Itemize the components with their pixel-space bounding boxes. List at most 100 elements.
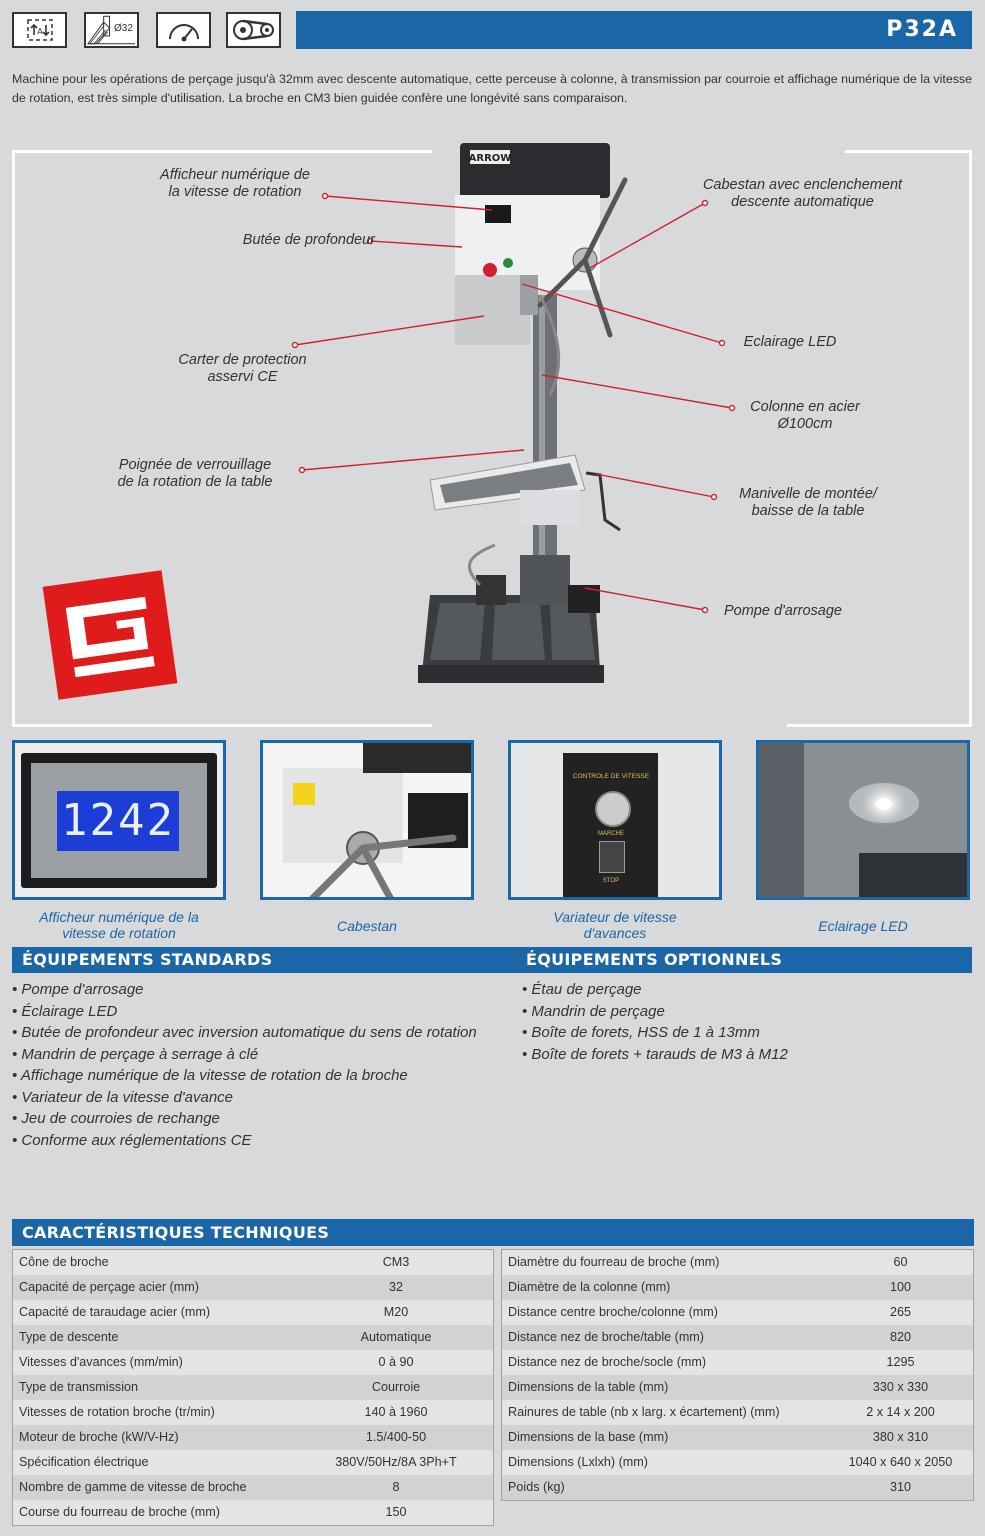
optionnels-item: • Étau de perçage xyxy=(522,981,642,998)
rpm-display: 1242 xyxy=(57,791,179,851)
thumb-caption-afficheur: Afficheur numérique de la vitesse de rot… xyxy=(39,909,199,941)
spec-label: Dimensions de la base (mm) xyxy=(508,1430,669,1444)
standards-item: • Mandrin de perçage à serrage à clé xyxy=(12,1045,259,1063)
spec-right-row: Distance nez de broche/table (mm)820 xyxy=(502,1325,973,1350)
spec-left-row: Capacité de taraudage acier (mm) M20 xyxy=(13,1300,493,1325)
spec-value: 150 xyxy=(385,1505,407,1519)
spec-left-row: Capacité de perçage acier (mm)32 xyxy=(13,1275,493,1300)
spec-label: Vitesses d'avances (mm/min) xyxy=(19,1355,183,1369)
spec-right-row: Poids (kg)310 xyxy=(502,1475,973,1500)
drill-press-illustration: ARROW xyxy=(418,143,628,683)
spec-label: Capacité de taraudage acier (mm) xyxy=(19,1305,211,1319)
model-title: P32A xyxy=(296,11,972,49)
thumb-variateur: CONTROLE DE VITESSE MARCHE STOP xyxy=(508,740,722,900)
spec-label: Rainures de table (nb x larg. x écarteme… xyxy=(508,1405,780,1419)
callout-cabestan: Cabestan avec enclenchement descente aut… xyxy=(702,177,903,210)
speed-gauge-icon xyxy=(156,12,211,48)
thumb-caption-cabestan: Cabestan xyxy=(337,918,397,934)
spec-value: 100 xyxy=(889,1280,911,1294)
spec-value: 32 xyxy=(388,1280,403,1294)
spec-value: CM3 xyxy=(382,1255,410,1269)
spec-value: 60 xyxy=(893,1255,908,1269)
frame-top-right xyxy=(845,150,972,153)
spec-label: Diamètre de la colonne (mm) xyxy=(508,1280,671,1294)
thumb-caption-variateur: Variateur de vitesse d'avances xyxy=(553,909,677,941)
spec-value: 310 xyxy=(889,1480,911,1494)
spec-value: 1295 xyxy=(886,1355,915,1369)
spec-label: Type de transmission xyxy=(19,1380,138,1394)
specs-title: CARACTÉRISTIQUES TECHNIQUES xyxy=(12,1219,974,1246)
spec-left-row: Vitesses d'avances (mm/min) 0 à 90 xyxy=(13,1350,493,1375)
standards-item: • Pompe d'arrosage xyxy=(12,981,144,998)
belt-drive-icon xyxy=(226,12,281,48)
capacity-label: Ø32 xyxy=(114,23,133,34)
spec-value: 140 à 1960 xyxy=(364,1405,428,1419)
thumb-afficheur: 1242 xyxy=(12,740,226,900)
spec-value: 820 xyxy=(889,1330,911,1344)
optionnels-item: • Boîte de forets, HSS de 1 à 13mm xyxy=(522,1024,760,1041)
standards-item: • Affichage numérique de la vitesse de r… xyxy=(12,1067,408,1084)
thumb-eclairage xyxy=(756,740,970,900)
callout-afficheur: Afficheur numérique de la vitesse de rot… xyxy=(160,167,310,200)
standards-item: • Conforme aux réglementations CE xyxy=(12,1131,252,1149)
spec-value: Automatique xyxy=(360,1330,432,1344)
standards-item: • Éclairage LED xyxy=(12,1002,118,1020)
callout-colonne: Colonne en acier Ø100cm xyxy=(750,399,860,432)
spec-value: 380 x 310 xyxy=(872,1430,929,1444)
standards-item: • Butée de profondeur avec inversion aut… xyxy=(12,1024,477,1041)
spec-right-row: Diamètre de la colonne (mm) 100 xyxy=(502,1275,973,1300)
panel-label-stop: STOP xyxy=(602,878,620,884)
spec-value: M20 xyxy=(383,1305,409,1319)
auto-feed-icon: A xyxy=(12,12,67,48)
brand-logo xyxy=(42,570,178,700)
spec-left-row: Spécification électrique 380V/50Hz/8A 3Ph… xyxy=(13,1450,493,1475)
spec-value: 0 à 90 xyxy=(378,1355,414,1369)
frame-bottom-left xyxy=(12,724,432,727)
optionnels-title: ÉQUIPEMENTS OPTIONNELS xyxy=(526,950,783,969)
optionnels-list: • Étau de perçage • Mandrin de perçage • B… xyxy=(522,979,962,1065)
standards-item: • Variateur de la vitesse d'avance xyxy=(12,1088,234,1106)
spec-label: Cône de broche xyxy=(19,1255,109,1269)
brand-label: ARROW xyxy=(469,153,512,164)
spec-right-row: Distance centre broche/colonne (mm)265 xyxy=(502,1300,973,1325)
optionnels-item: • Mandrin de perçage xyxy=(522,1002,665,1020)
spec-value: 1040 x 640 x 2050 xyxy=(848,1455,953,1469)
spec-label: Spécification électrique xyxy=(19,1455,149,1469)
panel-label-marche: MARCHE xyxy=(597,831,624,837)
spec-label: Distance nez de broche/socle (mm) xyxy=(508,1355,707,1369)
spec-label: Diamètre du fourreau de broche (mm) xyxy=(508,1255,720,1269)
frame-bottom-right xyxy=(787,724,972,727)
callout-manivelle: Manivelle de montée/ baisse de la table xyxy=(739,486,877,519)
drill-capacity-icon: Ø32 xyxy=(84,12,139,48)
spec-right-row: Distance nez de broche/socle (mm) 1295 xyxy=(502,1350,973,1375)
spec-label: Distance centre broche/colonne (mm) xyxy=(508,1305,718,1319)
equipements-bar: ÉQUIPEMENTS STANDARDS ÉQUIPEMENTS OPTION… xyxy=(12,947,972,973)
callout-carter: Carter de protection asservi CE xyxy=(178,352,307,385)
frame-right xyxy=(969,150,972,727)
thumb-caption-eclairage: Eclairage LED xyxy=(818,918,908,934)
spec-label: Course du fourreau de broche (mm) xyxy=(19,1505,220,1519)
spec-label: Dimensions de la table (mm) xyxy=(508,1380,669,1394)
thumb-cabestan xyxy=(260,740,474,900)
svg-text:A: A xyxy=(37,27,43,36)
spec-label: Moteur de broche (kW/V-Hz) xyxy=(19,1430,179,1444)
callout-poignee: Poignée de verrouillage de la rotation d… xyxy=(117,457,273,490)
callout-pompe: Pompe d'arrosage xyxy=(723,603,843,619)
callout-eclairage: Eclairage LED xyxy=(743,334,837,350)
spec-right-row: Diamètre du fourreau de broche (mm) 60 xyxy=(502,1250,973,1275)
standards-title: ÉQUIPEMENTS STANDARDS xyxy=(22,950,273,969)
spec-right-row: Rainures de table (nb x larg. x écarteme… xyxy=(502,1400,973,1425)
standards-item: • Jeu de courroies de rechange xyxy=(12,1110,220,1127)
intro-text: Machine pour les opérations de perçage j… xyxy=(12,72,972,105)
spec-left-row: Cône de broche CM3 xyxy=(13,1250,493,1275)
spec-value: 330 x 330 xyxy=(872,1380,929,1394)
spec-left-row: Course du fourreau de broche (mm) 150 xyxy=(13,1500,493,1525)
spec-value: 380V/50Hz/8A 3Ph+T xyxy=(335,1455,457,1469)
spec-right-row: Dimensions de la base (mm) 380 x 310 xyxy=(502,1425,973,1450)
spec-value: 8 xyxy=(392,1480,400,1494)
